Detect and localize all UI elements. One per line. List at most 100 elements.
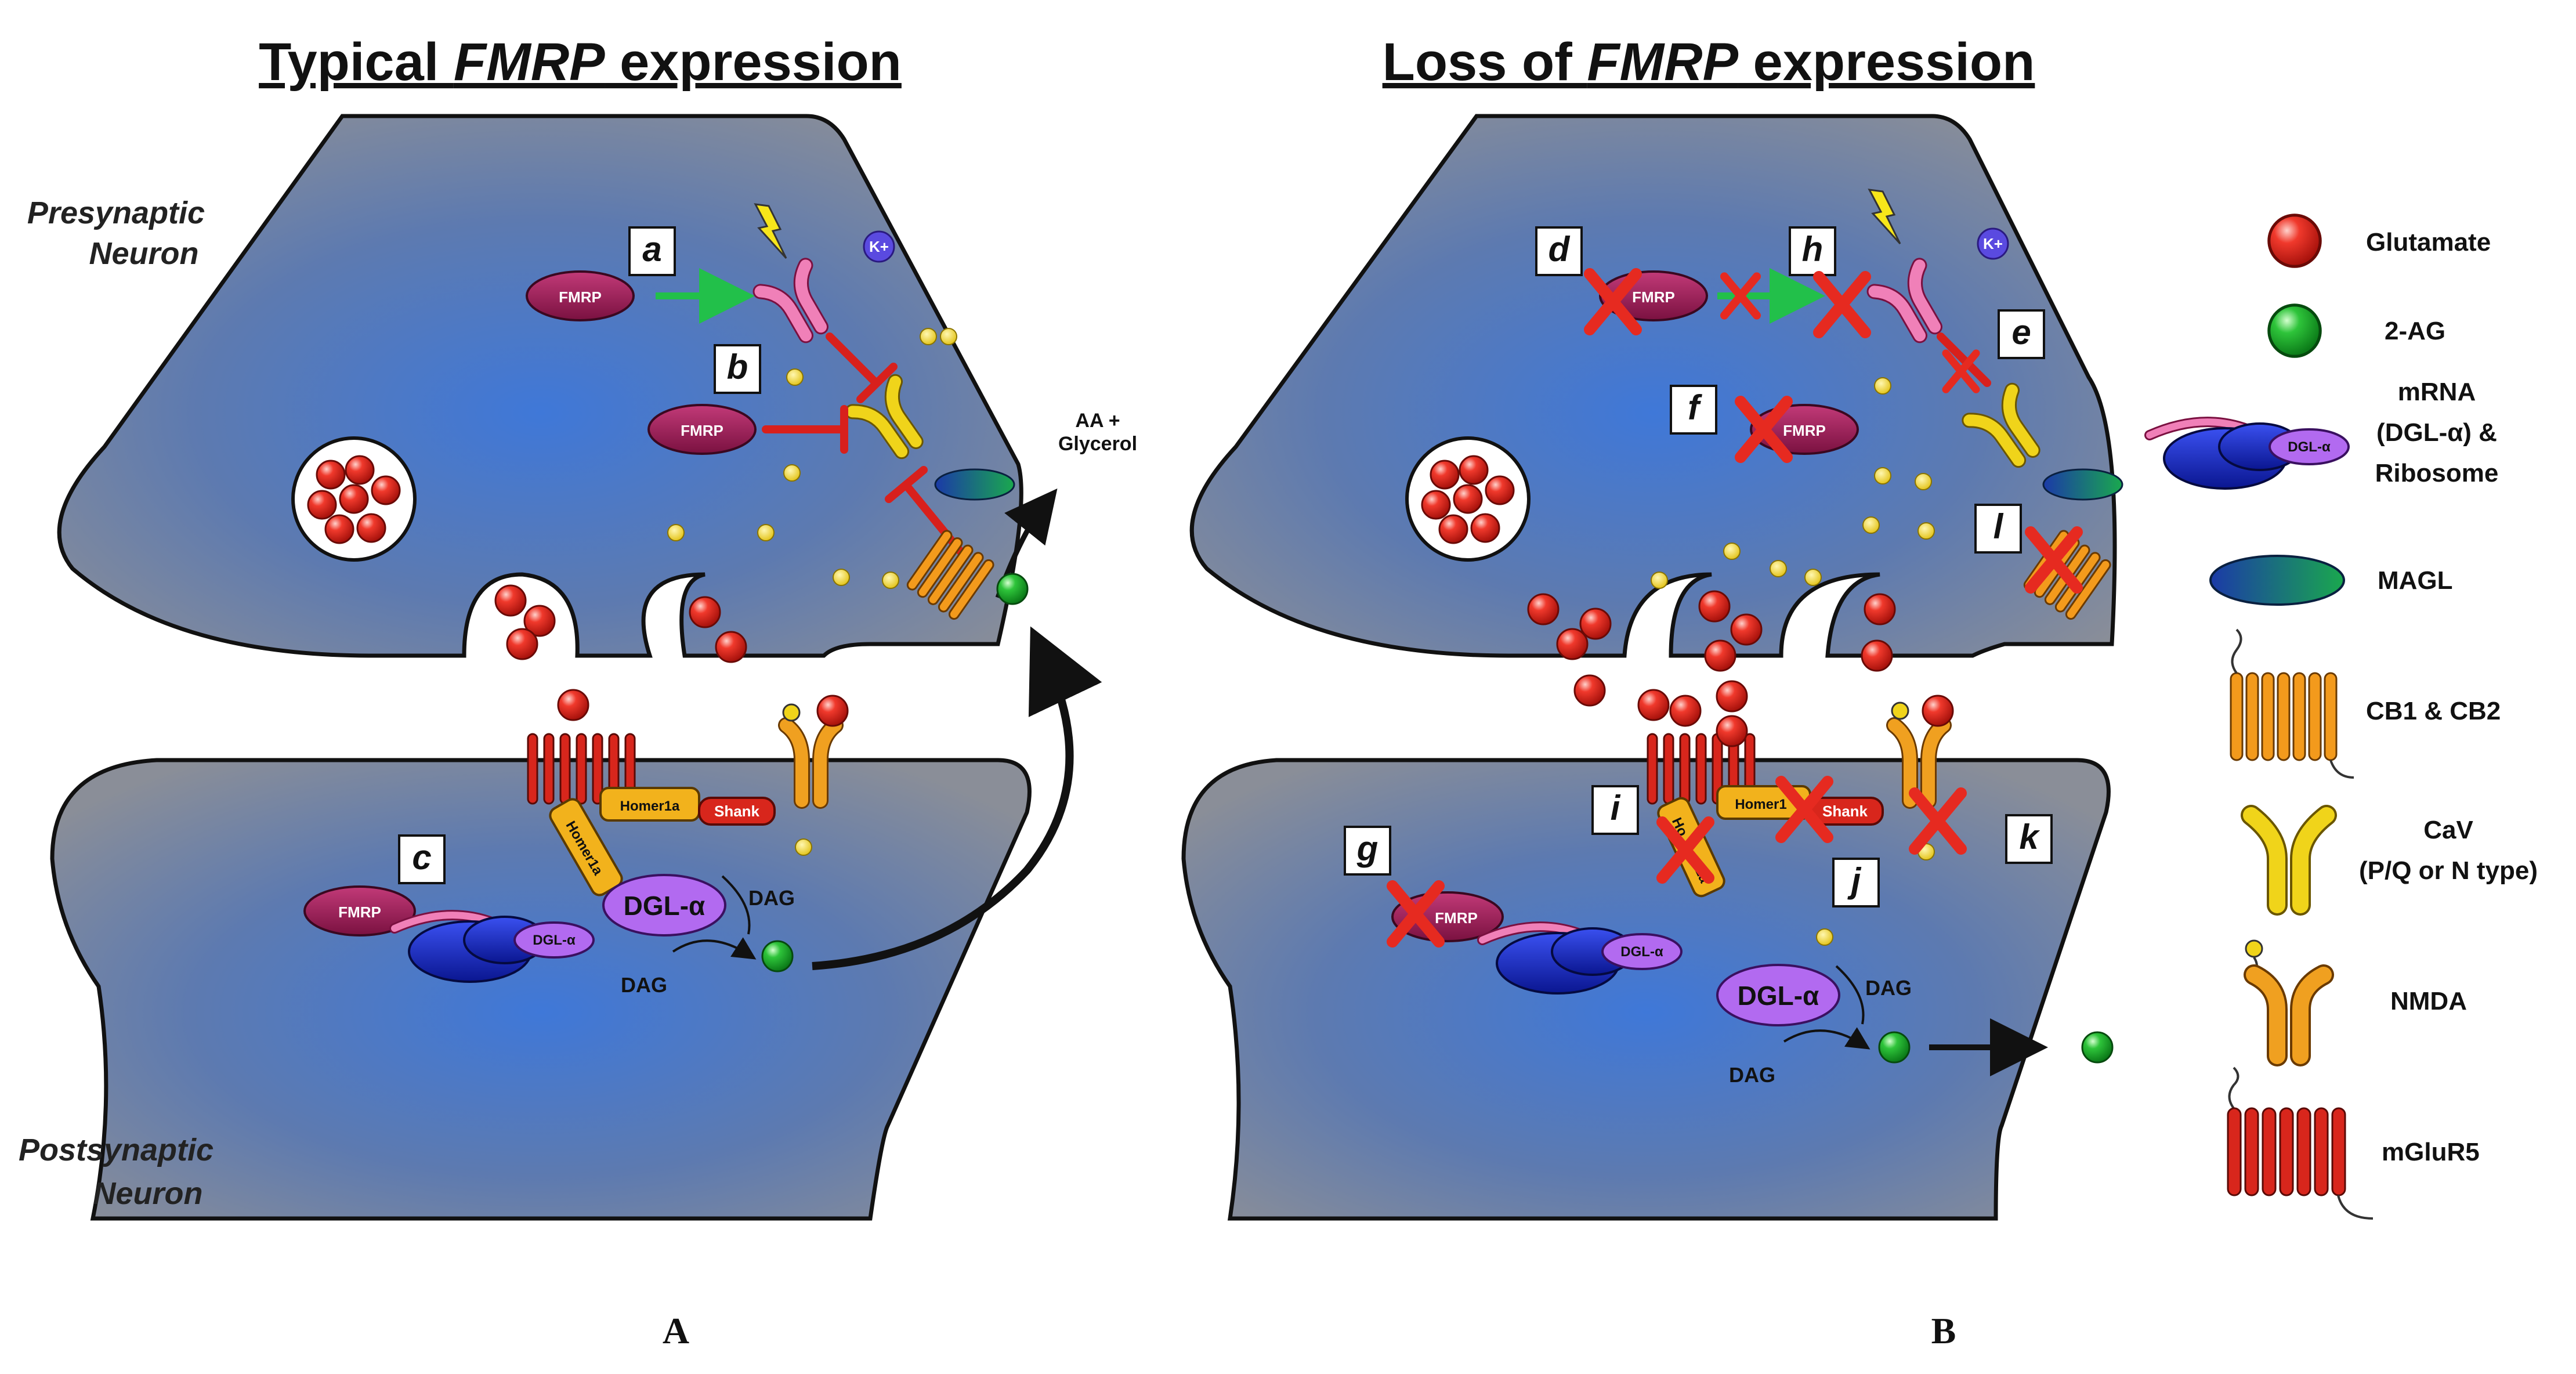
fmrp-a-label: FMRP [559,288,602,306]
letter-b: b [727,348,748,386]
two-ag-b2 [2081,1031,2114,1064]
calcium-ion-b7 [1770,560,1787,577]
letter-box-e [1998,309,2045,359]
potassium-ion-a [863,230,895,263]
dag-b1: DAG [1865,976,1912,1000]
glutamate-a4 [689,596,721,628]
dag-curve-a1 [721,875,751,935]
dgl-alpha-b [1716,964,1840,1026]
calcium-ion-b2 [1874,467,1891,484]
letter-box-a [628,226,676,276]
legend-glutamate-icon [2269,215,2320,266]
legend-cb-icon [2230,628,2354,779]
dag-curve-b1 [1835,965,1865,1025]
glutamate-b4 [1698,590,1731,623]
legend-cav-label-2: (P/Q or N type) [2359,856,2538,885]
calcium-ion-a8 [882,572,899,589]
letter-i: i [1611,789,1621,827]
fmrp-b [647,404,757,455]
legend-cav-icon [2241,805,2337,916]
glutamate-a6 [557,689,589,721]
presynaptic-label-2: Neuron [89,236,199,271]
glutamate-a3 [506,628,538,660]
calcium-ion-b5 [1917,522,1935,540]
lightning-icon-a [754,203,787,259]
title-typical: Typical FMRP expression [259,32,902,92]
homer1-b-label: Homer1 [1735,797,1786,812]
calcium-ion-b9 [1651,572,1668,589]
glutamate-a7 [816,695,849,727]
letter-l: l [1993,507,2004,546]
legend-magl-icon [2209,555,2345,606]
postsynaptic-label-1: Postsynaptic [19,1133,214,1167]
glutamate-b5 [1730,613,1763,646]
legend-cb-label: CB1 & CB2 [2366,697,2501,725]
glutamate-b11 [1716,680,1748,713]
legend-2ag-label: 2-AG [2385,317,2445,345]
ribosome-a-dgl-label: DGL-α [533,932,576,948]
calcium-ion-a5 [667,524,685,541]
glutamate-b8 [1861,639,1893,672]
glutamate-b13 [1716,715,1748,747]
fmrp-c [303,885,416,937]
glutamate-b3 [1556,628,1589,660]
dag-a1: DAG [748,886,795,910]
presynaptic-label-1: Presynaptic [27,196,205,230]
postsynaptic-label-2: Neuron [93,1176,203,1211]
legend-glutamate-label: Glutamate [2366,228,2491,256]
legend-magl-label: MAGL [2378,566,2453,595]
inhibit-line-e [1937,332,1991,387]
fmrp-g-label: FMRP [1435,909,1478,927]
letter-box-h [1789,226,1836,276]
calcium-ion-b4 [1862,516,1880,534]
fmrp-a [526,270,635,321]
legend-2ag-icon [2269,305,2320,356]
legend-mrna-label-1: mRNA [2398,378,2476,406]
potassium-ion-b [1977,227,2009,260]
inhibit-line-cb-a [904,483,964,555]
calcium-ion-a7 [833,569,850,586]
calcium-ion-b1 [1874,377,1891,395]
letter-box-j [1832,858,1880,907]
panel-b: d FMRP h K+ e f FMRP l [1181,114,2123,1221]
letter-box-i [1591,785,1639,835]
letter-h: h [1802,230,1824,269]
dag-b2: DAG [1729,1063,1775,1087]
letter-a: a [642,230,661,269]
letter-box-k [2005,814,2053,864]
shank-b-label: Shank [1822,802,1868,820]
calcium-ion-b3 [1915,473,1932,490]
dag-curve-a2 [672,937,757,960]
letter-box-b [714,344,761,394]
legend: Glutamate 2-AG DGL-α mRNA (DGL-α) & Ribo… [2150,215,2538,1220]
vesicle-pool-a [293,438,415,560]
potassium-ion-a-label: K+ [869,238,889,255]
aa-label-1: AA + [1075,410,1120,432]
letter-box-c [398,834,446,884]
glutamate-b6 [1704,639,1736,672]
postsynaptic-cell-b [1181,758,2111,1221]
letter-c: c [412,838,431,877]
glutamate-b1 [1527,593,1560,625]
potassium-ion-b-label: K+ [1983,235,2003,252]
inhibit-bar-a1 [856,363,898,403]
calcium-ion-a2 [920,328,937,345]
glutamate-b14 [1922,695,1954,727]
two-ag-a2 [761,940,794,972]
glutamate-a1 [494,584,527,617]
fmrp-d-label: FMRP [1632,288,1675,306]
fmrp-f-label: FMRP [1783,422,1826,439]
panel-label-a: A [663,1310,689,1351]
letter-d: d [1549,230,1571,269]
letter-box-f [1670,385,1717,435]
panel-label-b: B [1931,1310,1956,1351]
calcium-ion-b10 [1816,928,1833,946]
inhibit-line-a1 [826,332,880,387]
calcium-ion-b8 [1804,569,1822,586]
postsynaptic-cell-a [50,758,1032,1221]
legend-cav-label-1: CaV [2423,816,2473,844]
legend-mrna-label-3: Ribosome [2375,459,2499,487]
calcium-ion-b6 [1723,543,1741,560]
calcium-ion-a6 [757,524,775,541]
